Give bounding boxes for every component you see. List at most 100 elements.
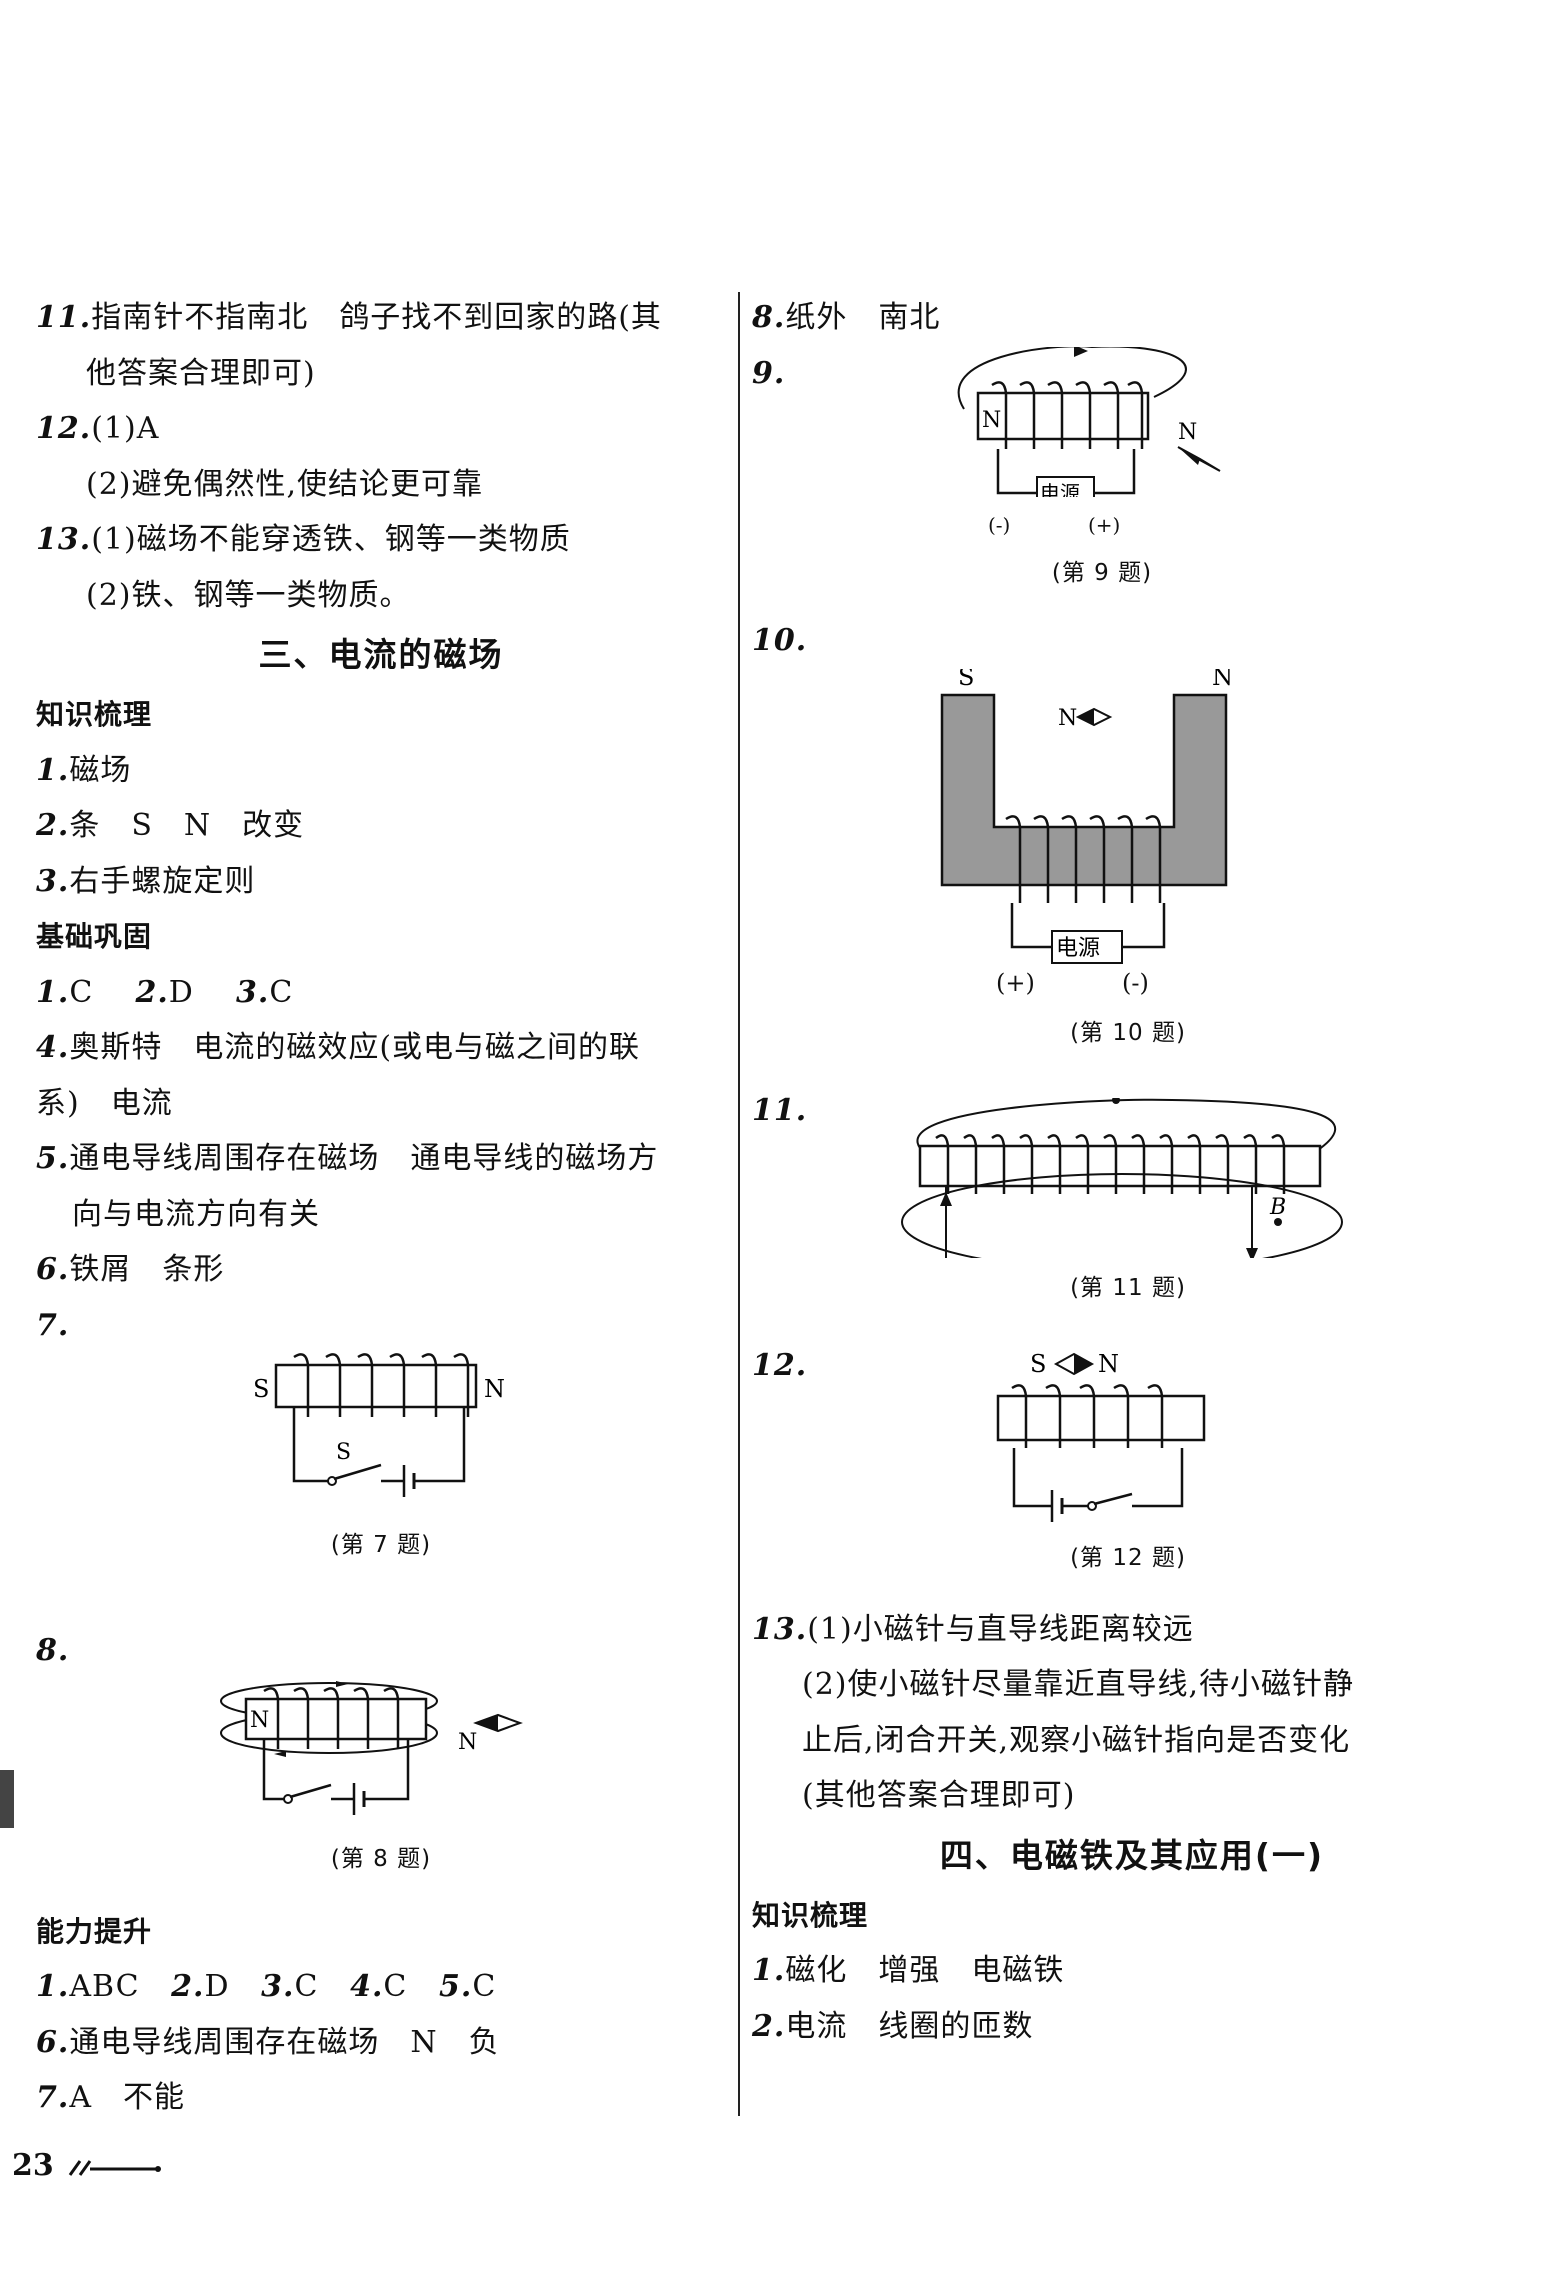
label-n: N: [484, 1375, 505, 1403]
advanced-7: 7.A 不能: [36, 2070, 726, 2126]
question-number: 8.: [36, 1633, 70, 1668]
knowledge-1: 1.磁化 增强 电磁铁: [752, 1943, 1512, 1999]
question-number: 9.: [752, 355, 786, 391]
answer-text: A 不能: [69, 2080, 185, 2115]
answer-10: 10.: [752, 613, 1512, 669]
page-ornament: [68, 2160, 162, 2176]
answer-text: 条 S N 改变: [69, 808, 305, 843]
answer-text: 指南针不指南北 鸽子找不到回家的路(其: [91, 300, 662, 335]
figure-10-polarity: (+) (-): [752, 969, 1512, 1013]
knowledge-2: 2.电流 线圈的匝数: [752, 1999, 1512, 2055]
answer-text: 通电导线周围存在磁场 N 负: [69, 2024, 500, 2060]
answer-text: 纸外 南北: [785, 300, 941, 335]
answer-text: ABC: [69, 1969, 140, 2004]
label-switch: S: [336, 1440, 351, 1465]
subsection-knowledge: 知识梳理: [752, 1898, 869, 1932]
figure-10-caption: (第 10 题): [1070, 1019, 1186, 1046]
question-number: 12.: [752, 1348, 808, 1383]
advanced-1-5: 1.ABC 2.D 3.C 4.C 5.C: [36, 1959, 726, 2015]
subsection-basic: 基础巩固: [36, 920, 153, 953]
question-number: 2.: [752, 2008, 786, 2044]
answer-text: C: [269, 974, 294, 1010]
label-needle-n: N: [1058, 706, 1077, 731]
answer-13-cont: 止后,闭合开关,观察小磁针指向是否变化: [802, 1722, 1351, 1758]
label-plus: (+): [1088, 513, 1121, 537]
figure-8-diagram: N N: [220, 1680, 523, 1815]
question-number: 10.: [752, 623, 808, 658]
page-number-text: 23: [12, 2148, 54, 2183]
label-minus: (-): [988, 513, 1011, 537]
answer-12: 12.(1)A: [36, 401, 726, 457]
knowledge-3: 3.右手螺旋定则: [36, 854, 726, 910]
basic-4-cont: 系) 电流: [36, 1085, 173, 1121]
section-title: 三、电流的磁场: [258, 635, 504, 674]
label-n-pole: N: [982, 408, 1001, 433]
answer-text: D: [168, 974, 194, 1010]
label-s: S: [958, 669, 974, 691]
question-number: 7.: [36, 1307, 70, 1343]
answer-13-note: (其他答案合理即可): [802, 1778, 1076, 1813]
question-number: 11.: [752, 1092, 808, 1128]
figure-12-diagram: S N: [996, 1350, 1206, 1522]
question-number: 5.: [36, 1141, 70, 1176]
figure-12: S N: [752, 1348, 1512, 1538]
figure-8: N N (第 8 题): [36, 1679, 726, 1899]
answer-text: C: [383, 1969, 408, 2004]
label-s: S: [253, 1375, 269, 1403]
figure-8-caption: (第 8 题): [330, 1845, 432, 1872]
label-plus: (+): [996, 968, 1035, 997]
question-number: 2.: [171, 1969, 205, 2004]
knowledge-2: 2.条 S N 改变: [36, 798, 726, 854]
figure-9: N N 电源: [752, 345, 1512, 523]
answer-text: 磁场: [69, 752, 132, 788]
figure-11: A B: [752, 1077, 1512, 1271]
figure-7-diagram: S N S: [253, 1353, 505, 1497]
question-number: 13.: [752, 1611, 808, 1647]
question-number: 13.: [36, 522, 92, 557]
question-number: 1.: [752, 1953, 786, 1988]
question-number: 6.: [36, 2024, 70, 2060]
answer-11-cont: 他答案合理即可): [86, 355, 316, 391]
page-number: 23: [12, 2148, 164, 2183]
basic-5-cont: 向与电流方向有关: [72, 1196, 320, 1232]
answer-text: 通电导线周围存在磁场 通电导线的磁场方: [69, 1141, 659, 1176]
answer-13-part2: (2)使小磁针尽量靠近直导线,待小磁针静: [802, 1667, 1355, 1702]
question-number: 3.: [36, 863, 70, 899]
label-needle-n: N: [458, 1730, 477, 1755]
question-number: 6.: [36, 1252, 70, 1287]
answer-text: 铁屑 条形: [69, 1252, 225, 1287]
label-a: A: [1102, 1098, 1120, 1102]
figure-9-caption: (第 9 题): [1051, 560, 1153, 586]
label-n: N: [1098, 1350, 1119, 1378]
figure-12-caption: (第 12 题): [1070, 1544, 1186, 1571]
figure-11-diagram: A B: [901, 1077, 1343, 1271]
advanced-6: 6.通电导线周围存在磁场 N 负: [36, 2015, 726, 2071]
question-number: 2.: [36, 808, 70, 843]
answer-text: (1)磁场不能穿透铁、钢等一类物质: [91, 522, 571, 557]
answer-8: 8.纸外 南北: [752, 290, 1512, 346]
section-title: 四、电磁铁及其应用(一): [939, 1835, 1325, 1875]
basic-8: 8.: [36, 1623, 726, 1679]
figure-7: S N S (第 7 题): [36, 1353, 726, 1593]
left-column: 11.指南针不指南北 鸽子找不到回家的路(其 他答案合理即可) 12.(1)A …: [36, 290, 726, 2126]
answer-text: C: [472, 1969, 497, 2004]
figure-11-caption: (第 11 题): [1070, 1275, 1186, 1301]
question-number: 3.: [261, 1969, 295, 2004]
answer-text: (1)A: [91, 411, 160, 446]
figure-10: S N N 电源: [752, 663, 1512, 969]
label-n: N: [1212, 669, 1233, 691]
label-n-pole: N: [250, 1708, 269, 1733]
answer-text: (1)小磁针与直导线距离较远: [807, 1611, 1194, 1647]
basic-7: 7.: [36, 1298, 726, 1354]
power-source-label: 电源: [1040, 481, 1080, 497]
answer-11: 11.: [752, 1083, 1512, 1139]
answer-text: 电流 线圈的匝数: [785, 2008, 1034, 2044]
basic-1-3: 1.C 2.D 3.C: [36, 965, 726, 1021]
figure-7-caption: (第 7 题): [330, 1532, 432, 1558]
figure-9-polarity: (-) (+): [752, 513, 1512, 553]
answer-9: 9.: [752, 346, 1512, 402]
question-number: 1.: [36, 1969, 70, 2004]
power-source-label: 电源: [1056, 936, 1100, 961]
answer-text: C: [69, 974, 94, 1010]
question-number: 2.: [135, 974, 169, 1010]
